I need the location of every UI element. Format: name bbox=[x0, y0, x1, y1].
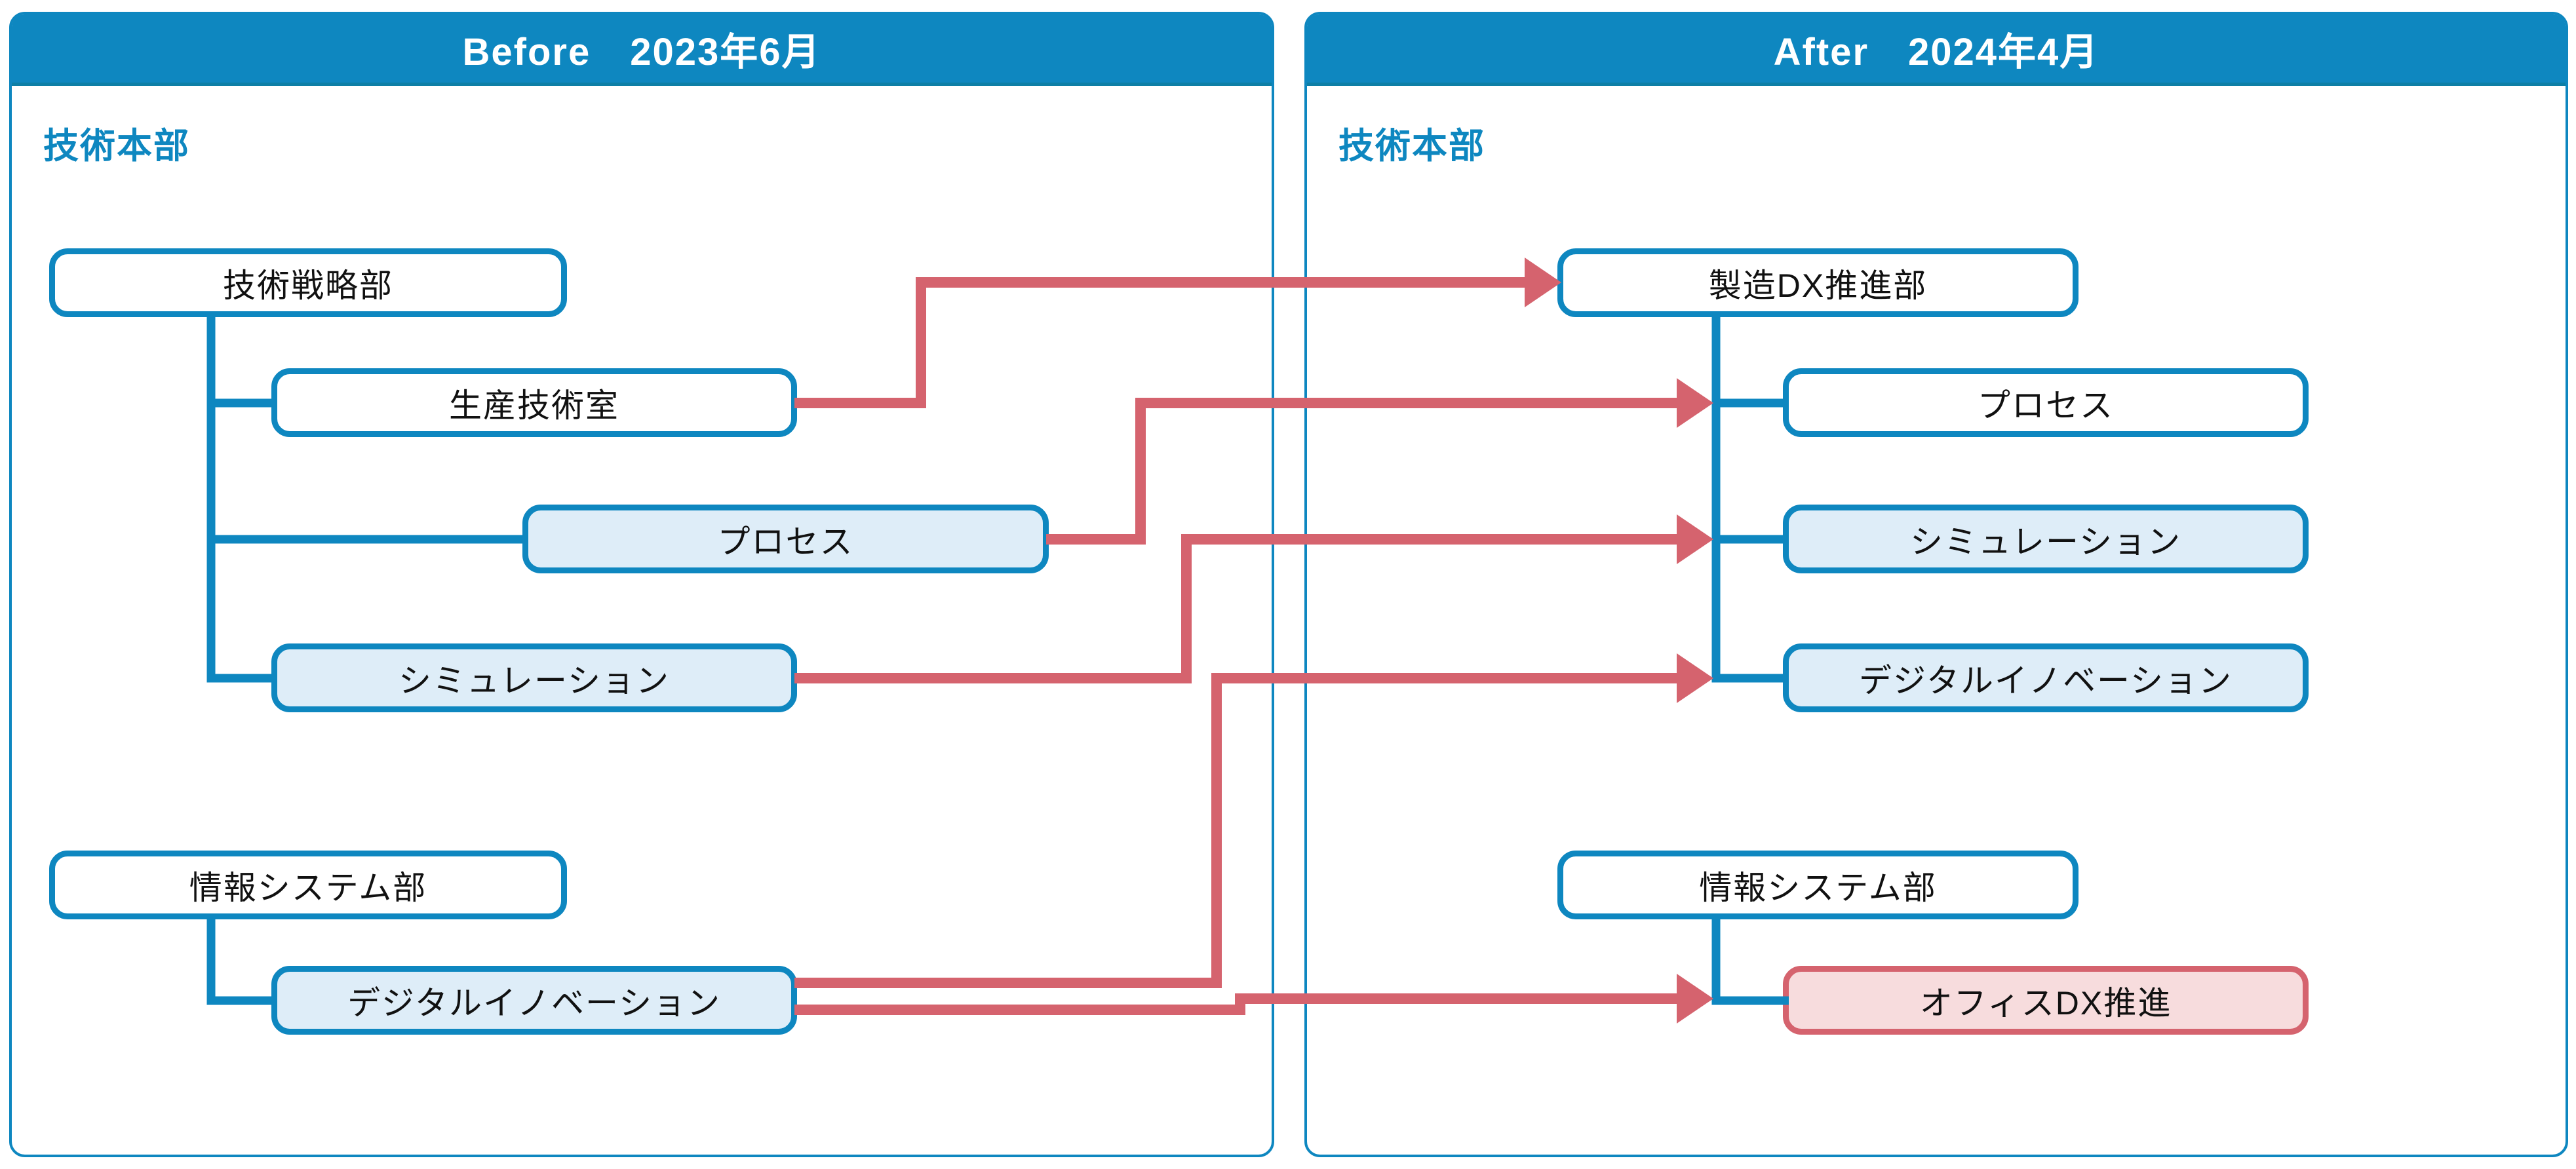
org-node-joho-system-bu-before: 情報システム部 bbox=[49, 851, 567, 919]
org-node-joho-system-bu-after: 情報システム部 bbox=[1557, 851, 2078, 919]
org-node-seizo-dx-suishin-bu: 製造DX推進部 bbox=[1557, 248, 2078, 317]
panel-before-header: Before 2023年6月 bbox=[12, 14, 1272, 86]
division-label-before: 技術本部 bbox=[43, 126, 190, 166]
org-node-process-after: プロセス bbox=[1783, 368, 2309, 437]
org-node-process-before: プロセス bbox=[522, 505, 1049, 573]
org-node-gijutsu-senryaku-bu: 技術戦略部 bbox=[49, 248, 567, 317]
org-node-digital-innovation-before: デジタルイノベーション bbox=[271, 966, 797, 1035]
org-node-seisan-gijutsu-shitsu: 生産技術室 bbox=[271, 368, 797, 437]
org-node-office-dx-suishin: オフィスDX推進 bbox=[1783, 966, 2309, 1035]
panel-before-title: Before 2023年6月 bbox=[462, 31, 821, 73]
org-node-simulation-before: シミュレーション bbox=[271, 643, 797, 712]
org-node-simulation-after: シミュレーション bbox=[1783, 505, 2309, 573]
panel-after-title: After 2024年4月 bbox=[1773, 31, 2099, 73]
org-node-digital-innovation-after: デジタルイノベーション bbox=[1783, 643, 2309, 712]
division-label-after: 技術本部 bbox=[1338, 126, 1485, 166]
panel-after-header: After 2024年4月 bbox=[1307, 14, 2566, 86]
